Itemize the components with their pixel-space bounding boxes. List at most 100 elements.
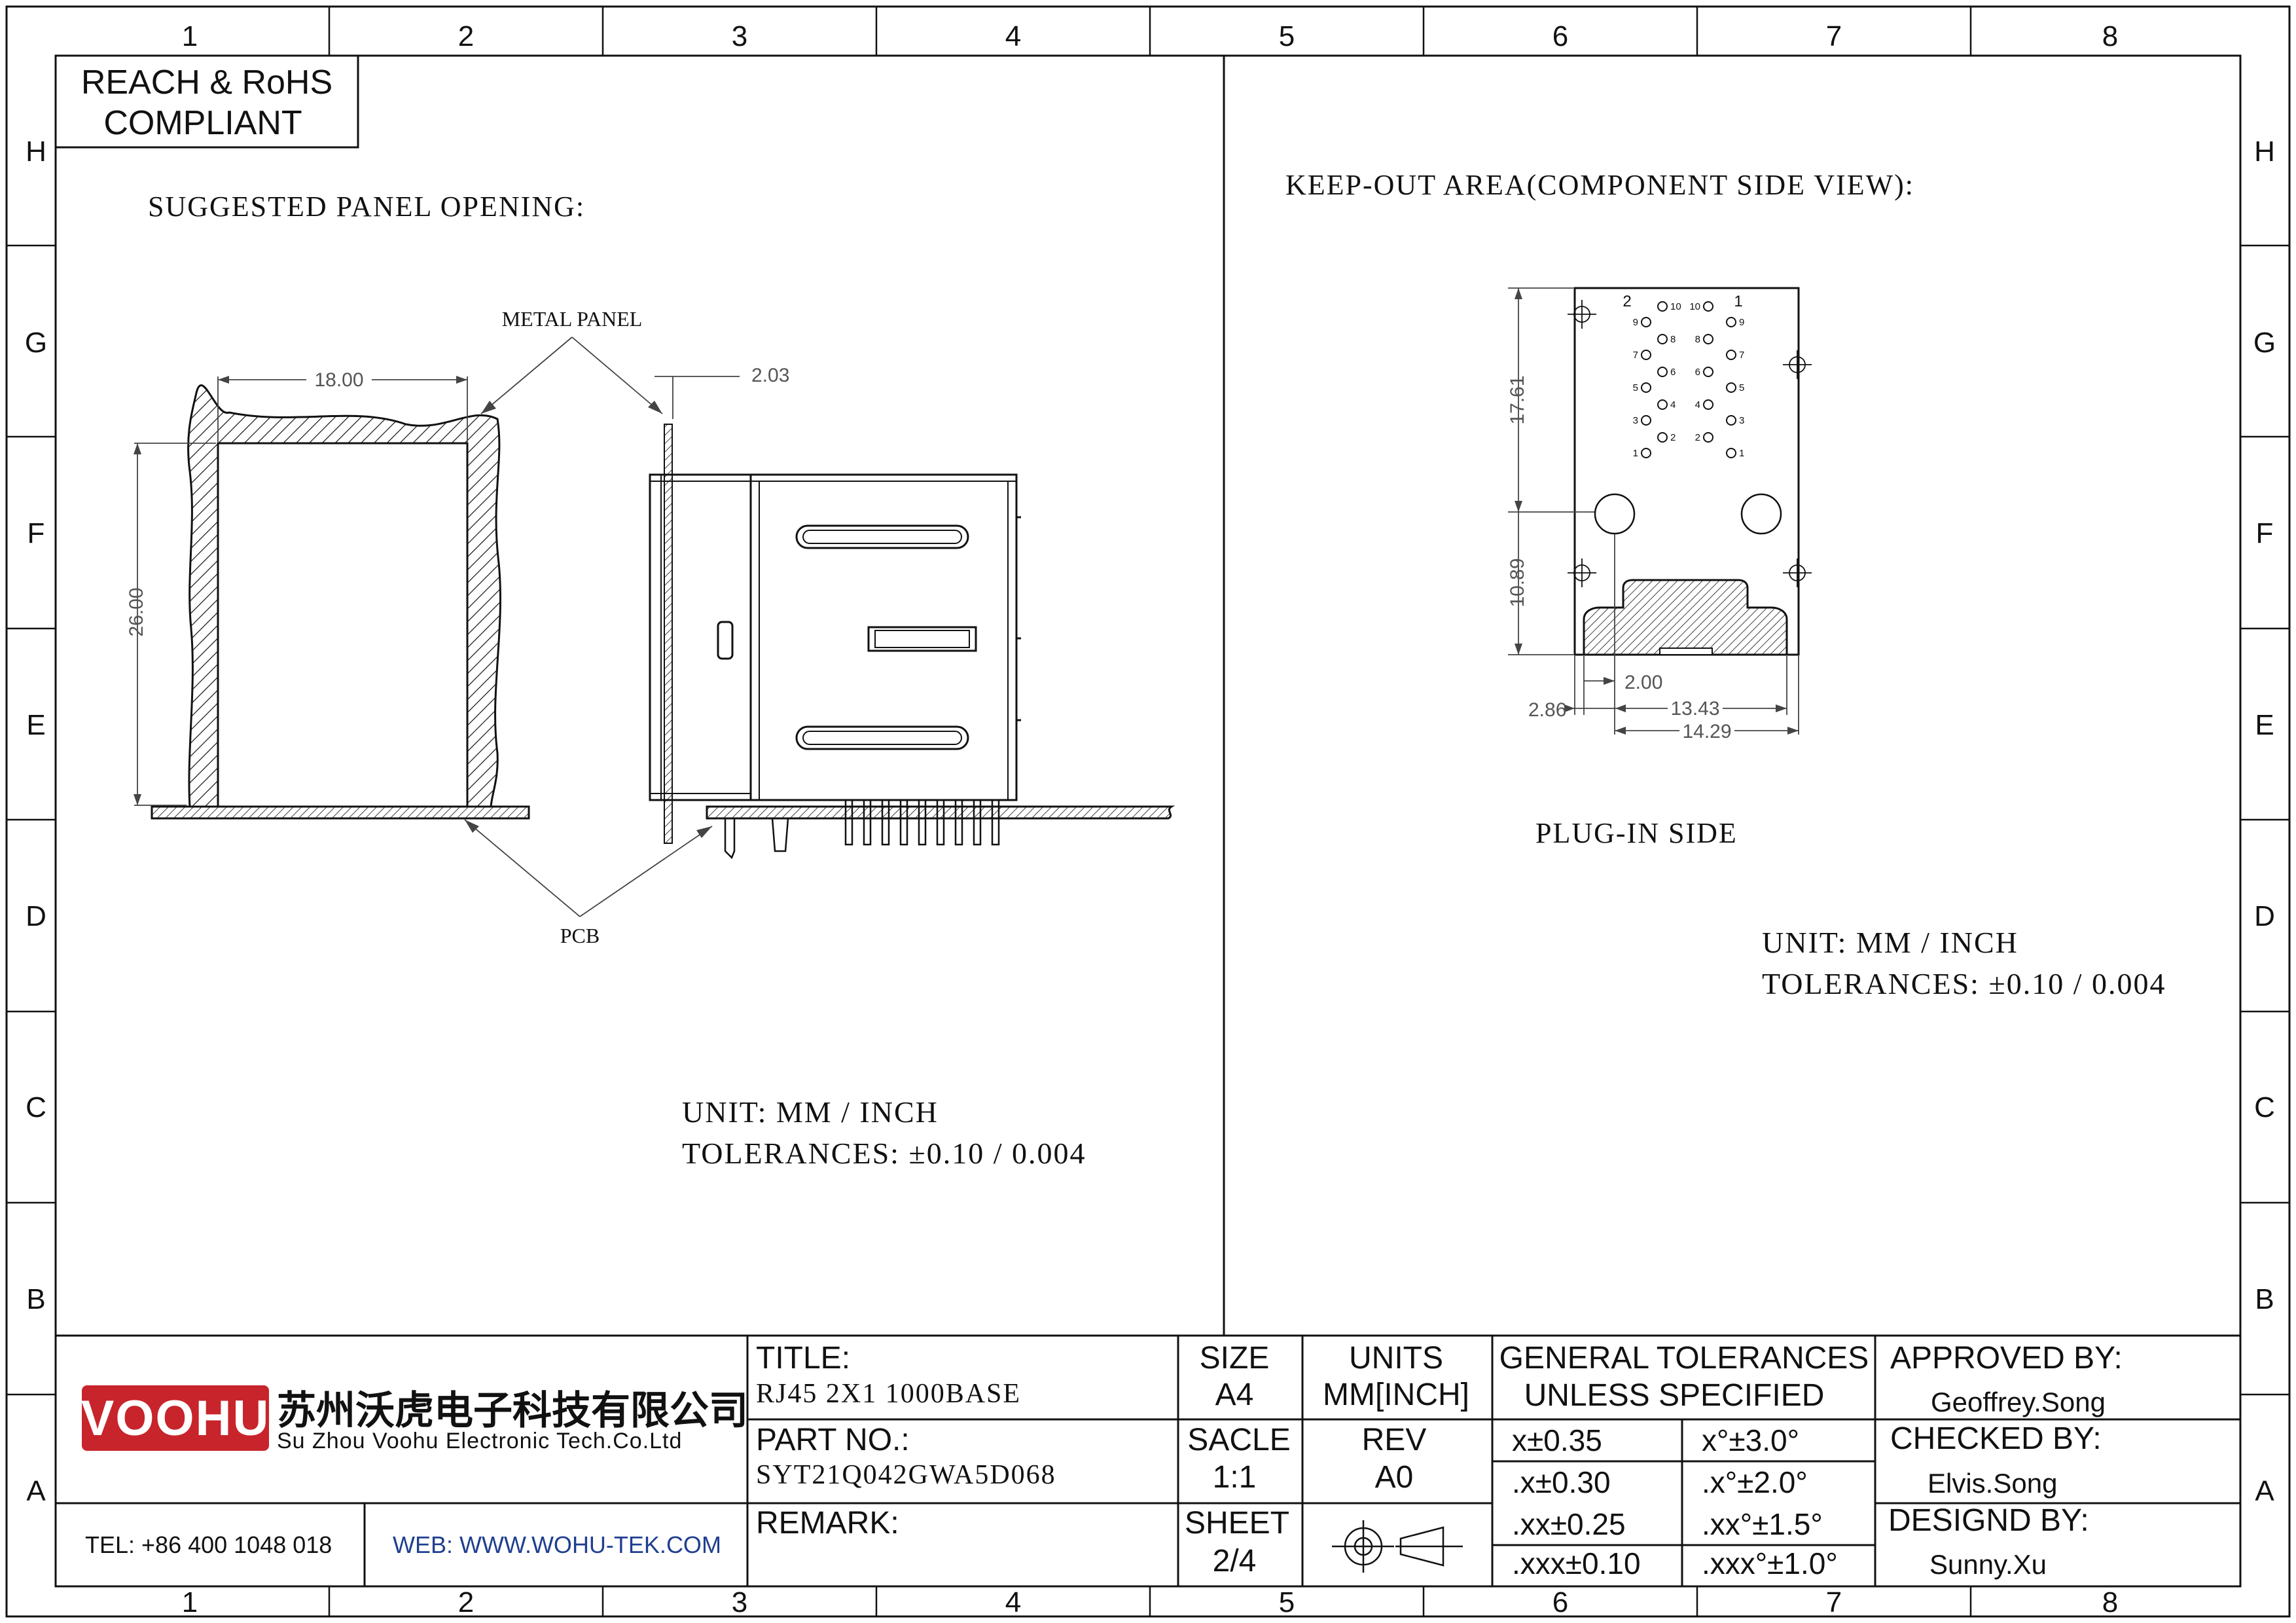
keep-out-area <box>1583 579 1788 656</box>
row-label-right: B <box>2255 1283 2274 1315</box>
col-label-top: 4 <box>1005 20 1021 52</box>
pin-label: 2 <box>1695 432 1700 443</box>
dim-17-61: 17.61 <box>1507 375 1528 424</box>
row-label-left: C <box>26 1091 46 1123</box>
col-label-top: 8 <box>2102 20 2118 52</box>
dim-2-03: 2.03 <box>655 365 789 419</box>
left-tolerances: TOLERANCES: ±0.10 / 0.004 <box>682 1137 1086 1170</box>
pin-label: 6 <box>1670 367 1676 378</box>
tol-angular: x°±3.0° <box>1702 1423 1799 1457</box>
units-value: MM[INCH] <box>1323 1377 1469 1412</box>
scale-label: SACLE <box>1187 1423 1290 1457</box>
pin-label: 4 <box>1670 399 1676 410</box>
col-label-bottom: 6 <box>1552 1586 1568 1618</box>
pin-label: 8 <box>1695 334 1700 345</box>
dim-13-43: 13.43 <box>1670 698 1719 720</box>
panel-opening-view: SUGGESTED PANEL OPENING: 18.00 26.00 MET… <box>126 191 1175 1170</box>
metal-panel-thin <box>664 424 673 844</box>
tel: TEL: +86 400 1048 018 <box>85 1531 332 1558</box>
row-label-left: G <box>25 327 47 359</box>
pin-label: 1 <box>1739 448 1744 459</box>
pin-label: 7 <box>1739 350 1744 361</box>
pin-label: 3 <box>1633 415 1638 426</box>
title-block: VOOHU 苏州沃虎电子科技有限公司 Su Zhou Voohu Electro… <box>56 1334 2240 1586</box>
dim-14-29: 14.29 <box>1682 721 1731 742</box>
designed-value: Sunny.Xu <box>1929 1549 2047 1580</box>
pin-label: 4 <box>1695 399 1700 410</box>
tol-linear: .x±0.30 <box>1512 1465 1611 1499</box>
col-label-bottom: 4 <box>1005 1586 1021 1618</box>
dim-2-00: 2.00 <box>1624 672 1662 693</box>
dim-10-89: 10.89 <box>1507 558 1528 607</box>
row-label-left: H <box>26 136 46 168</box>
col-label-top: 5 <box>1279 20 1295 52</box>
gen-tol-line1: GENERAL TOLERANCES <box>1499 1341 1869 1376</box>
pin-label: 10 <box>1670 301 1681 312</box>
tol-linear: x±0.35 <box>1512 1423 1602 1457</box>
size-label: SIZE <box>1200 1341 1270 1376</box>
pin-label: 9 <box>1739 317 1744 328</box>
size-value: A4 <box>1215 1377 1254 1412</box>
row-label-right: D <box>2254 900 2275 932</box>
pin-hole <box>1726 382 1736 393</box>
pin-label: 5 <box>1633 382 1638 393</box>
port-label-right: 1 <box>1734 293 1742 310</box>
row-label-right: C <box>2254 1091 2275 1123</box>
pcb-label: PCB <box>560 924 600 947</box>
plug-in-side: PLUG-IN SIDE <box>1535 817 1738 849</box>
metal-panel-label: METAL PANEL <box>502 307 643 331</box>
row-label-left: B <box>26 1283 45 1315</box>
designed-label: DESIGND BY: <box>1888 1503 2089 1538</box>
dim-26-00-text: 26.00 <box>126 587 147 636</box>
pin-label: 9 <box>1633 317 1638 328</box>
row-label-right: A <box>2255 1475 2274 1507</box>
scale-value: 1:1 <box>1213 1460 1257 1495</box>
keepout-dimensions: 17.61 10.89 2.00 2.86 13.43 <box>1507 287 1799 742</box>
company-logo <box>82 1385 269 1451</box>
tol-linear: .xx±0.25 <box>1512 1507 1626 1541</box>
pin-label: 3 <box>1739 415 1744 426</box>
pin-hole <box>1726 317 1736 327</box>
col-label-top: 7 <box>1826 20 1842 52</box>
row-label-right: H <box>2254 136 2275 168</box>
sheet-label: SHEET <box>1185 1506 1289 1541</box>
pin-hole <box>1657 432 1668 443</box>
pin-label: 5 <box>1739 382 1744 393</box>
row-label-left: F <box>27 517 45 549</box>
compliance-line2: COMPLIANT <box>103 104 302 142</box>
col-label-bottom: 1 <box>182 1586 198 1618</box>
col-label-bottom: 5 <box>1279 1586 1295 1618</box>
pin-hole <box>1703 399 1713 410</box>
dim-2-86: 2.86 <box>1528 699 1566 721</box>
col-label-bottom: 2 <box>458 1586 474 1618</box>
pin-label: 2 <box>1670 432 1676 443</box>
pin-hole <box>1657 301 1668 312</box>
right-tolerances: TOLERANCES: ±0.10 / 0.004 <box>1762 967 2166 1000</box>
web: WEB: WWW.WOHU-TEK.COM <box>393 1531 721 1558</box>
row-label-right: G <box>2253 327 2276 359</box>
dim-18-00: 18.00 <box>217 368 468 442</box>
connector-side-view <box>649 473 1175 860</box>
pin-hole <box>1703 432 1713 443</box>
row-label-left: A <box>26 1475 46 1507</box>
pin-hole <box>1641 317 1651 327</box>
col-label-bottom: 8 <box>2102 1586 2118 1618</box>
remark-label: REMARK: <box>756 1506 899 1541</box>
pin-hole <box>1657 367 1668 377</box>
col-label-bottom: 7 <box>1826 1586 1842 1618</box>
pin-label: 6 <box>1695 367 1700 378</box>
col-label-top: 3 <box>732 20 747 52</box>
pin-hole <box>1703 367 1713 377</box>
pin-hole <box>1641 350 1651 360</box>
title-value: RJ45 2X1 1000BASE <box>756 1379 1021 1409</box>
part-no-value: SYT21Q042GWA5D068 <box>756 1460 1056 1490</box>
compliance-box: REACH & RoHS COMPLIANT <box>54 54 359 149</box>
col-label-top: 1 <box>182 20 198 52</box>
pin-label: 10 <box>1689 301 1700 312</box>
pin-hole <box>1703 334 1713 344</box>
right-unit: UNIT: MM / INCH <box>1762 926 2018 959</box>
dim-26-00: 26.00 <box>126 443 216 806</box>
pin-hole <box>1703 301 1713 312</box>
col-label-top: 2 <box>458 20 474 52</box>
